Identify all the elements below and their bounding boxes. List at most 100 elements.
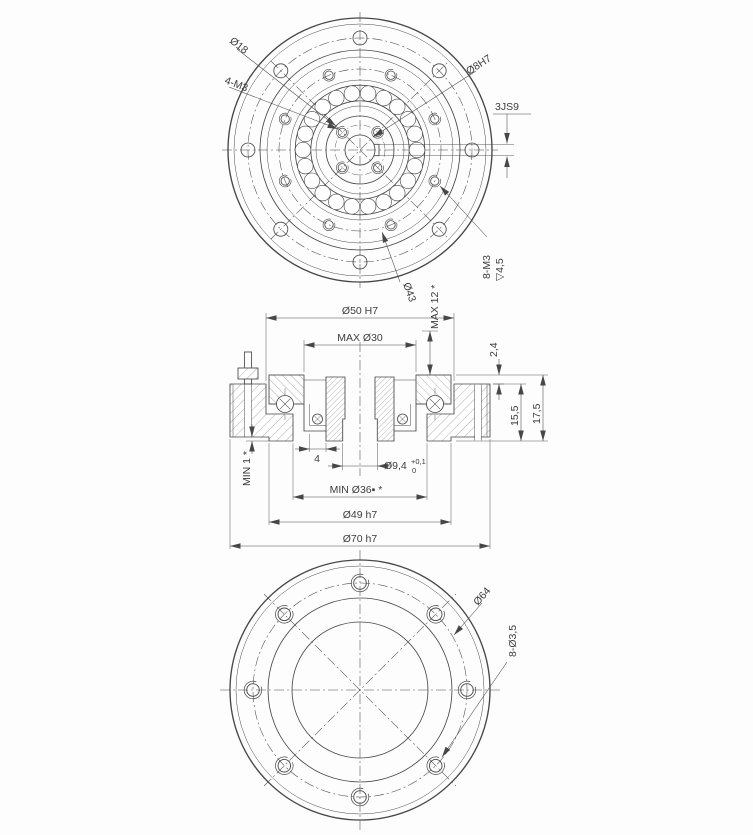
bearing-ball [328, 193, 345, 211]
bearing-ball [360, 85, 377, 102]
bearing-inner-race-circle [315, 105, 405, 195]
leader-dia64 [453, 602, 483, 636]
leader-dia43 [381, 231, 401, 283]
through-hole [422, 753, 449, 779]
mounting-hole [431, 221, 447, 237]
mounting-screw-collar [237, 367, 259, 380]
mounting-hole [273, 221, 289, 237]
dim-max30: MAX Ø30 [303, 332, 417, 372]
bearing-ball [375, 89, 392, 107]
dim-dia70: Ø70 h7 [229, 439, 491, 549]
label-8m3-depth: ▽4,5 [494, 258, 506, 281]
spigot-circle-49 [267, 597, 453, 783]
bearing-ball-section [426, 395, 444, 413]
label-dia64: Ø64 [471, 585, 493, 608]
wave-generator-hub-section-right [374, 376, 395, 442]
bearing-ball [406, 158, 423, 175]
m3-hole [382, 66, 400, 84]
flange-step-circle [259, 49, 461, 251]
bearing-ball [343, 198, 360, 215]
label-dia70: Ø70 h7 [343, 533, 378, 545]
outer-flange-circle [229, 559, 491, 821]
label-175: 17,5 [531, 403, 543, 424]
wave-generator-hub-section-left [325, 376, 346, 442]
dim-175: 17,5 [504, 374, 548, 441]
bearing-ball [294, 141, 312, 159]
keyway [373, 143, 380, 157]
label-dia94-tol-upper: +0,1 [411, 457, 426, 466]
bearing-ball [399, 111, 417, 128]
label-dia94: Ø9,4 [384, 460, 407, 472]
leader-dia8h7 [372, 70, 477, 138]
bearing-ball [297, 125, 314, 142]
bearing-ball [406, 125, 423, 142]
mounting-hole [464, 142, 480, 158]
flange-chamfer-circle [233, 23, 487, 277]
dim-155: 15,5 [456, 383, 548, 442]
dim-max12: MAX 12 * [422, 285, 441, 375]
bearing-ball [343, 85, 360, 102]
m3-hole [426, 110, 444, 128]
label-dia8h7: Ø8H7 [464, 52, 494, 77]
flexspline-outer-profile [303, 404, 326, 432]
label-dia18: Ø18 [227, 35, 250, 57]
label-keyway: 3JS9 [495, 101, 519, 113]
bolt-circle-64 [252, 582, 468, 798]
bearing-ball [389, 98, 406, 116]
label-step24: 2,4 [488, 342, 500, 357]
outer-mounting-holes [240, 30, 480, 270]
leader-4m3 [228, 86, 339, 130]
screw-hole-clearance [244, 384, 252, 437]
hub-circle [325, 115, 395, 185]
label-min1: MIN 1 * [241, 451, 253, 486]
dim-4: 4 [295, 434, 340, 465]
mounting-hole [273, 63, 289, 79]
center-bore-circle [344, 134, 376, 166]
bearing-ball [375, 193, 392, 211]
label-4m3: 4-M3 [223, 75, 250, 95]
dim-dia49: Ø49 h7 [268, 443, 452, 525]
label-dia94-tol-lower: 0 [412, 466, 416, 475]
leader-8dia35 [441, 661, 508, 758]
leader-dia18 [236, 48, 337, 127]
flexspline-outer-profile [394, 404, 417, 432]
centerline-diagonal [270, 60, 450, 240]
label-min36: MIN Ø36▪ * [330, 484, 383, 496]
flange-chamfer-circle [235, 565, 485, 815]
mounting-hole [240, 142, 256, 158]
bearing-ball [389, 184, 406, 202]
mounting-hole [352, 30, 368, 46]
wave-generator-ball-section [312, 413, 323, 425]
dim-dia50: Ø50 H7 [265, 305, 455, 381]
bearing-outer-race-circle [289, 79, 431, 221]
label-dia50: Ø50 H7 [342, 305, 378, 317]
label-max12: MAX 12 * [429, 285, 441, 329]
flexspline-inner-profile [309, 404, 326, 426]
bearing-ball [297, 158, 314, 175]
bearing-ball [360, 198, 377, 215]
top-view [222, 12, 498, 288]
dim-min1: MIN 1 * [241, 424, 269, 486]
mounting-hole [431, 63, 447, 79]
m3-hole [276, 110, 294, 128]
label-dia49: Ø49 h7 [343, 509, 378, 521]
bearing-ball [303, 172, 321, 189]
label-4: 4 [314, 453, 320, 465]
centerline-diagonal [263, 593, 457, 787]
label-155: 15,5 [509, 405, 521, 426]
bearing-ball [314, 98, 331, 116]
bearing-ball [399, 172, 417, 189]
centerline-diagonal [270, 60, 450, 240]
bearing-ball [408, 141, 426, 159]
section-view: Ø50 H7 MAX Ø30 MAX 12 * 2,4 15,5 [229, 285, 548, 549]
label-max30: MAX Ø30 [337, 332, 383, 344]
bottom-view [220, 550, 500, 830]
flexspline-inner-profile [394, 404, 411, 426]
bearing-ball [328, 89, 345, 107]
label-8dia35: 8-Ø3,5 [507, 625, 519, 657]
bolt-circle-64 [247, 37, 473, 263]
bearing-ball-section [276, 395, 294, 413]
bottom-view-annotations: Ø64 8-Ø3,5 [441, 585, 519, 758]
